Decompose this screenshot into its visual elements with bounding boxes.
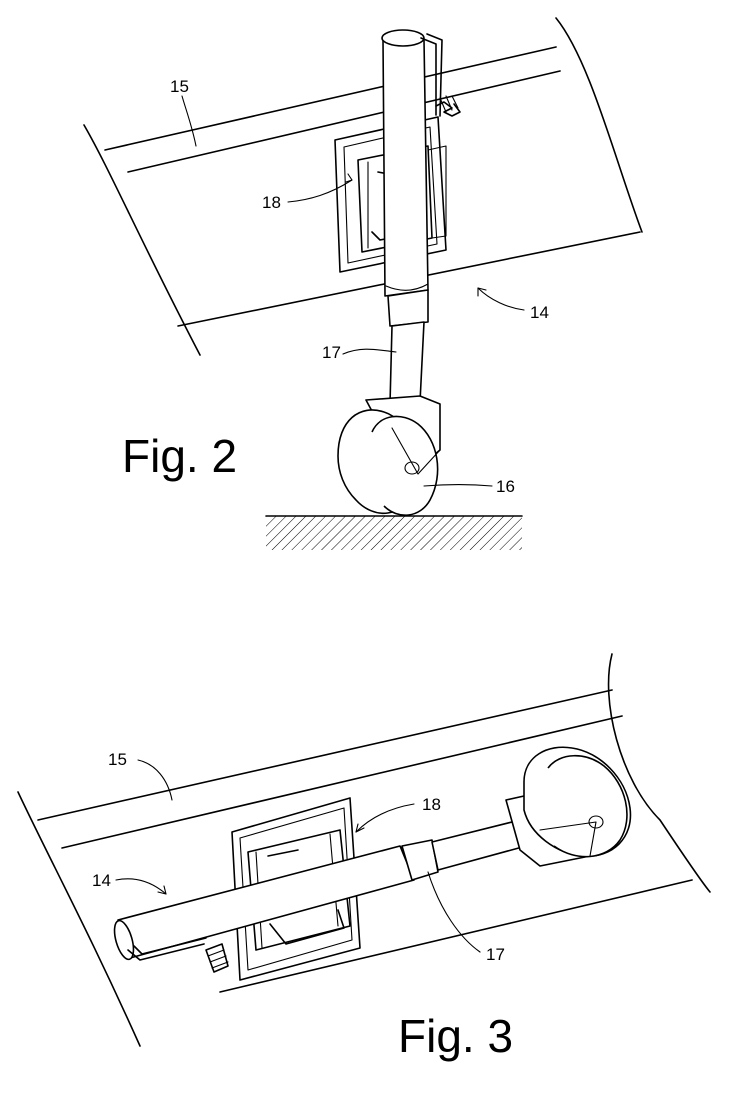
jack-tube-fig2: [381, 29, 429, 297]
fig3-caption: Fig. 3: [398, 1010, 513, 1062]
fig2-caption: Fig. 2: [122, 430, 237, 482]
ref-17-fig2: 17: [322, 343, 341, 362]
ref-14-fig2: 14: [530, 303, 549, 322]
lower-leg-17-fig3: [401, 819, 527, 881]
figure-3: 15 18 14 17 Fig. 3: [17, 653, 711, 1062]
ground-fig2: [265, 515, 523, 550]
leader-lines-fig3: [115, 759, 481, 953]
rail-panel-fig3: [17, 653, 711, 1047]
ref-18-fig3: 18: [422, 795, 441, 814]
caster-wheel-fig3: [505, 746, 632, 867]
ref-15-fig2: 15: [170, 77, 189, 96]
lower-leg-17-fig2: [387, 289, 429, 405]
ref-14-fig3: 14: [92, 871, 111, 890]
ref-17-fig3: 17: [486, 945, 505, 964]
figure-2: 15 18 14 17 16 Fig. 2: [83, 17, 643, 550]
ref-15-fig3: 15: [108, 750, 127, 769]
pin-handle-fig3: [127, 937, 229, 973]
ref-16-fig2: 16: [496, 477, 515, 496]
leader-lines-fig2: [181, 95, 525, 487]
pin-handle-fig2: [420, 33, 461, 117]
caster-wheel-16-fig2: [337, 395, 441, 516]
ref-18-fig2: 18: [262, 193, 281, 212]
